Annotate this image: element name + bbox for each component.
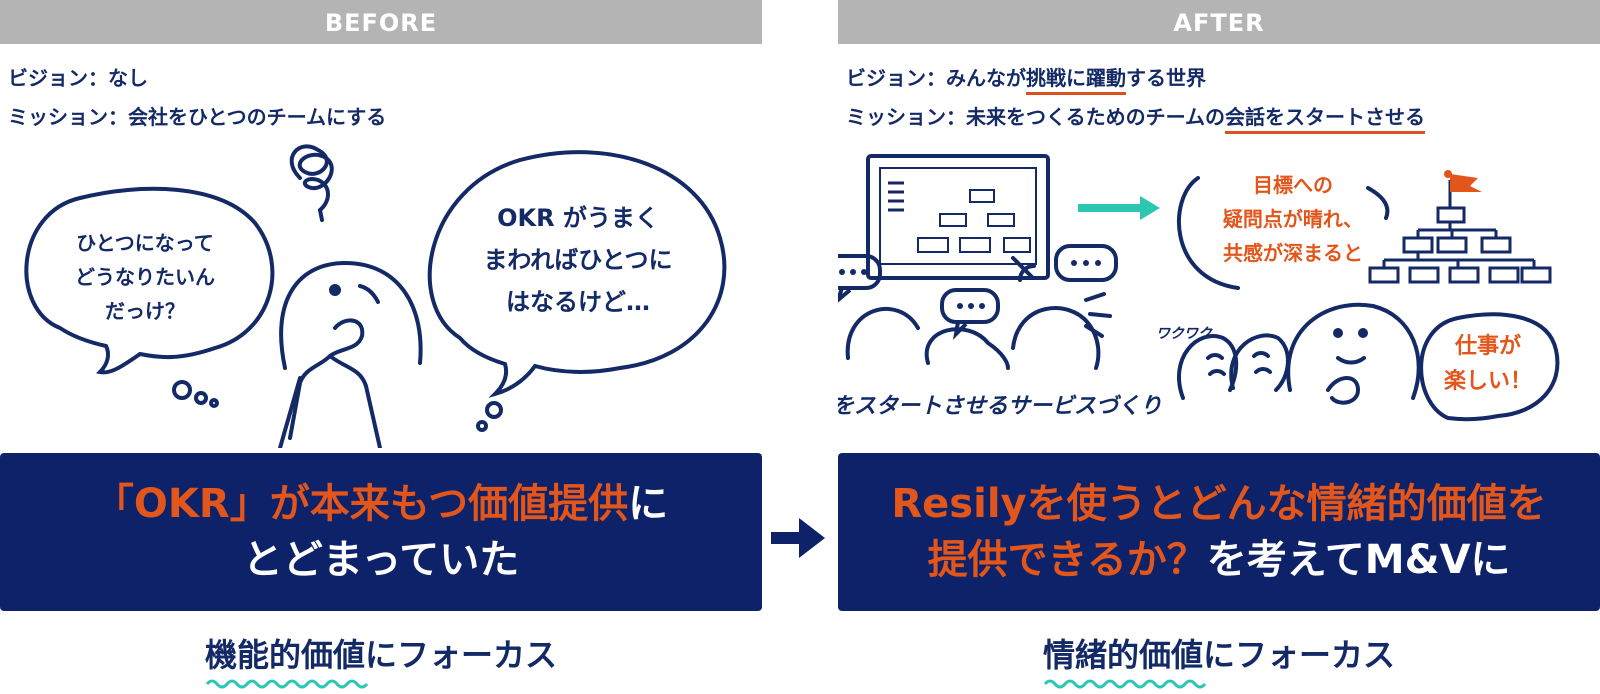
after-focus-highlight: 情緒的価値 xyxy=(1042,636,1203,674)
arrow-right-icon xyxy=(771,518,825,558)
before-illustration: ひとつになって どうなりたいん だっけ？ OKR がうまく まわればひとつに は… xyxy=(24,144,727,448)
monitor-icon xyxy=(866,154,1050,280)
bubble-right-line-2: まわればひとつに xyxy=(483,246,672,274)
after-banner: Resilyを使うとどんな情緒的価値を 提供できるか？を考えてM&Vに xyxy=(838,453,1600,611)
after-header: AFTER xyxy=(838,0,1600,44)
fun-line-1: 仕事が xyxy=(1454,333,1521,359)
before-banner: 「OKR」が本来もつ価値提供に とどまっていた xyxy=(0,453,762,611)
after-vision: ビジョン：みんなが挑戦に躍動する世界 xyxy=(846,62,1206,95)
wakuwaku-text: ワクワク xyxy=(1156,326,1213,342)
goal-line-3: 共感が深まると xyxy=(1223,241,1363,265)
fun-line-2: 楽しい！ xyxy=(1444,368,1532,394)
thought-bubble-goal xyxy=(1177,176,1390,290)
wavy-underline xyxy=(205,679,369,689)
before-panel: BEFORE ビジョン：なし ミッション：会社をひとつのチームにする ひとつにな… xyxy=(0,0,762,694)
before-focus: 機能的価値 にフォーカス xyxy=(0,630,762,689)
after-panel: AFTER ビジョン：みんなが挑戦に躍動する世界 ミッション：未来をつくるための… xyxy=(838,0,1600,694)
happy-characters xyxy=(1176,302,1421,405)
thought-bubble-fun xyxy=(1419,312,1560,422)
team-people xyxy=(845,256,1112,370)
after-focus-rest: にフォーカス xyxy=(1203,636,1396,674)
after-mission: ミッション：未来をつくるためのチームの会話をスタートさせる xyxy=(846,101,1425,134)
bubble-left-line-2: どうなりたいん xyxy=(75,265,215,289)
before-vision: ビジョン：なし xyxy=(8,66,148,90)
wavy-underline xyxy=(1043,679,1207,689)
after-banner-line-1: Resilyを使うとどんな情緒的価値を xyxy=(891,481,1547,527)
teal-arrow-icon xyxy=(1078,196,1160,220)
before-banner-line-2: とどまっていた xyxy=(242,537,520,583)
before-mission: ミッション：会社をひとつのチームにする xyxy=(8,105,387,129)
red-flag-icon xyxy=(1450,174,1482,192)
before-focus-rest: にフォーカス xyxy=(365,636,558,674)
before-focus-highlight: 機能的価値 xyxy=(204,636,365,674)
after-focus: 情緒的価値 にフォーカス xyxy=(838,630,1600,689)
caption-conversation: 会話をスタートさせるサービスづくり xyxy=(838,393,1162,419)
bubble-right-line-1: OKR がうまく xyxy=(497,204,659,232)
confused-character xyxy=(278,144,423,448)
bubble-left-line-1: ひとつになって xyxy=(76,231,214,255)
flag-pyramid-icon xyxy=(1368,180,1552,284)
before-banner-white: に xyxy=(628,481,669,527)
speech-dots xyxy=(839,260,1101,309)
thought-bubble-right xyxy=(427,150,727,432)
speech-balloons xyxy=(838,244,1118,340)
after-illustration: 会話をスタートさせるサービスづくり 目標への 疑問点が晴れ、 共感が深まると xyxy=(838,154,1560,422)
before-banner-orange: 「OKR」が本来もつ価値提供 xyxy=(93,481,629,527)
goal-line-2: 疑問点が晴れ、 xyxy=(1223,207,1363,231)
after-banner-white-2: を考えてM&Vに xyxy=(1206,537,1511,583)
before-header: BEFORE xyxy=(0,0,762,44)
after-banner-orange-2: 提供できるか？ xyxy=(927,537,1207,583)
after-mission-underlined: 会話をスタートさせる xyxy=(1225,105,1425,134)
bubble-left-line-3: だっけ？ xyxy=(105,299,185,323)
after-vision-underlined: 挑戦に躍動 xyxy=(1026,66,1126,95)
goal-line-1: 目標への xyxy=(1253,173,1333,197)
thought-bubble-left xyxy=(24,186,275,408)
bubble-right-line-3: はなるけど… xyxy=(506,288,650,316)
